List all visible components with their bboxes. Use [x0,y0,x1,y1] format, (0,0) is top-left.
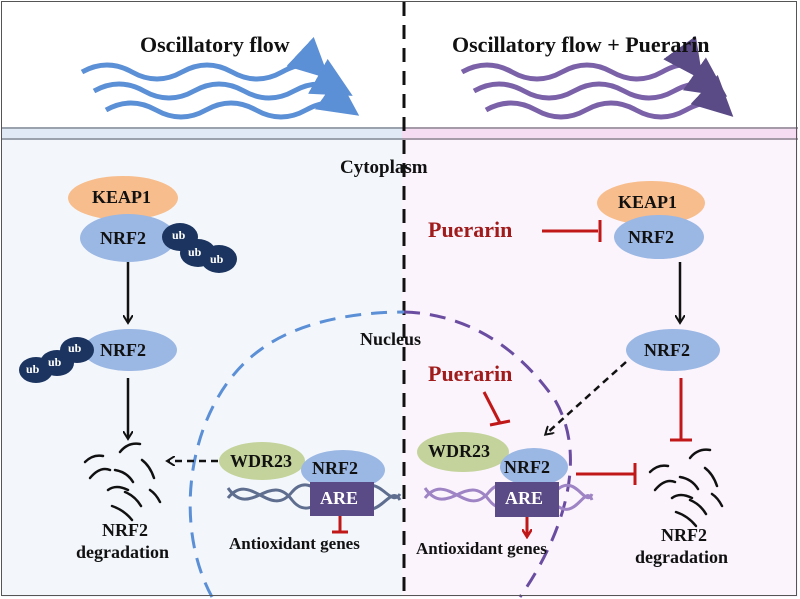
ub-label: ub [26,362,40,376]
are-left-label: ARE [320,488,359,508]
nucleus-boundary-left [188,310,405,598]
wdr23-left-label: WDR23 [230,451,292,471]
puerarin-label-2: Puerarin [428,361,513,386]
are-box-left [310,482,374,516]
ub-label: ub [68,341,82,355]
cell-membrane-right [402,127,798,140]
inhibit-degradation-vertical [670,378,692,442]
degradation-right-line2: degradation [635,547,729,567]
ub-label: ub [188,245,202,259]
nrf2-nuclear-right [500,448,568,486]
keap1-right-label: KEAP1 [618,192,678,212]
nrf2-bound-right-label: NRF2 [628,227,674,247]
ub-label: ub [48,355,62,369]
degradation-left-line2: degradation [76,542,170,562]
wdr23-left [219,442,305,480]
right-cytoplasm-bg [402,140,798,597]
genes-left-label: Antioxidant genes [229,534,360,553]
keap1-left [68,176,178,220]
oscillatory-flow-arrows-left [80,36,360,120]
wdr23-right-label: WDR23 [428,441,490,461]
nrf2-bound-right [614,215,704,259]
nrf2-bound-left [80,214,176,262]
genes-right-label: Antioxidant genes [416,539,547,558]
ub-label: ub [172,228,186,242]
puerarin-label-1: Puerarin [428,217,513,242]
keap1-left-label: KEAP1 [92,187,152,207]
cytoplasm-label: Cytoplasm [340,157,428,178]
are-right-label: ARE [505,488,544,508]
wdr23-right [417,432,509,472]
nrf2-nuclear-left-label: NRF2 [312,458,358,478]
nrf2-free-right-label: NRF2 [644,340,690,360]
ub-label: ub [210,252,224,266]
dashed-arrow-nuclear-translocation [546,361,627,434]
nrf2-free-right [626,329,720,371]
inhibit-degradation-horizontal [576,463,637,485]
ubiquitin-chain-left-1 [162,223,237,273]
degraded-fragments-right [648,448,724,528]
inhibit-puerarin-wdr23 [482,391,511,427]
are-box-right [495,482,559,517]
nrf2-nuclear-left [301,450,385,490]
nucleus-boundary-right [403,310,572,598]
cell-membrane-left [2,127,402,140]
inhibit-genes-left [332,516,348,534]
degradation-left-line1: NRF2 [102,520,148,540]
right-title: Oscillatory flow + Puerarin [452,32,710,57]
oscillatory-flow-arrows-right [460,35,734,120]
nrf2-nuclear-right-label: NRF2 [504,457,550,477]
left-title: Oscillatory flow [140,32,290,57]
degradation-right-line1: NRF2 [661,525,707,545]
nrf2-free-left-label: NRF2 [100,340,146,360]
nrf2-bound-left-label: NRF2 [100,228,146,248]
nrf2-free-left [83,329,177,371]
keap1-right [597,181,705,225]
ubiquitin-chain-left-2 [19,337,94,383]
nucleus-label: Nucleus [360,329,422,349]
degraded-fragments-left [83,442,162,522]
